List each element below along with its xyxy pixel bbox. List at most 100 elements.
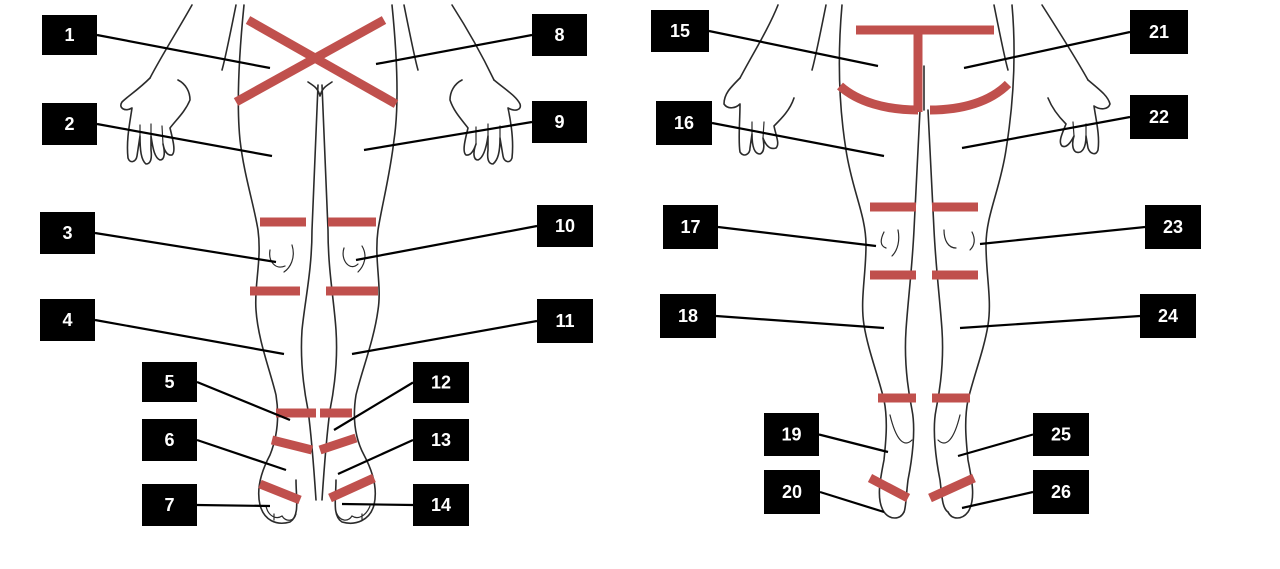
label-box — [1130, 10, 1188, 54]
label-number: 24 — [1158, 306, 1178, 326]
label-26: 26 — [1033, 470, 1089, 514]
label-number: 17 — [680, 217, 700, 237]
label-number: 5 — [164, 372, 174, 392]
leader-line-17 — [717, 225, 877, 248]
label-6: 6 — [142, 419, 197, 461]
band-hip-cross-b — [233, 16, 387, 106]
label-box — [413, 419, 469, 461]
leader-line-6 — [196, 438, 287, 472]
label-number: 3 — [62, 223, 72, 243]
label-box — [42, 103, 97, 145]
leader-line-20 — [819, 490, 885, 514]
band-post-right-sole — [928, 473, 976, 503]
leader-line-26 — [961, 490, 1034, 510]
leader-line-4 — [94, 318, 285, 356]
label-13: 13 — [413, 419, 469, 461]
label-box — [1145, 205, 1201, 249]
label-box — [537, 299, 593, 343]
post-right-arm-outline — [1041, 4, 1089, 81]
post-left-heel — [889, 414, 913, 444]
label-box — [656, 101, 712, 145]
band-right-instep — [270, 435, 314, 455]
right-kneecap-lines — [269, 244, 294, 273]
band-left-buttock-fold — [837, 82, 919, 115]
leader-line-11 — [351, 319, 538, 356]
label-box — [142, 419, 197, 461]
label-22: 22 — [1130, 95, 1188, 139]
leader-line-2 — [96, 122, 273, 158]
band-left-toe-line — [328, 473, 376, 503]
label-box — [42, 15, 97, 55]
label-number: 16 — [674, 113, 694, 133]
label-3: 3 — [40, 212, 95, 254]
leader-line-1 — [96, 33, 271, 70]
label-box — [764, 470, 820, 514]
post-right-knee-crease — [943, 229, 975, 251]
label-4: 4 — [40, 299, 95, 341]
post-left-hand — [723, 77, 795, 156]
label-number: 19 — [781, 425, 801, 445]
label-number: 23 — [1163, 217, 1183, 237]
label-number: 12 — [431, 373, 451, 393]
crotch-line — [307, 81, 333, 97]
leader-line-7 — [196, 503, 271, 508]
leader-line-22 — [961, 115, 1131, 150]
label-box — [1130, 95, 1188, 139]
label-20: 20 — [764, 470, 820, 514]
leader-line-15 — [708, 29, 879, 68]
leader-line-19 — [818, 433, 889, 454]
label-box — [142, 484, 197, 526]
label-10: 10 — [537, 205, 593, 247]
left-arm-inner — [221, 4, 237, 71]
label-9: 9 — [532, 101, 587, 143]
label-number: 26 — [1051, 482, 1071, 502]
left-toes — [335, 505, 371, 521]
region-labels: 1234567891011121314151617181920212223242… — [40, 10, 1201, 526]
left-kneecap-lines — [342, 245, 366, 273]
label-box — [40, 299, 95, 341]
label-number: 25 — [1051, 425, 1071, 445]
right-leg-inner — [300, 84, 319, 501]
label-15: 15 — [651, 10, 709, 52]
label-number: 11 — [555, 311, 574, 331]
label-number: 1 — [64, 25, 74, 45]
label-number: 8 — [554, 25, 564, 45]
label-24: 24 — [1140, 294, 1196, 338]
right-hand — [449, 79, 522, 165]
label-number: 18 — [678, 306, 698, 326]
left-leg-inner — [321, 84, 338, 501]
leader-line-8 — [375, 33, 533, 66]
label-box — [1033, 413, 1089, 456]
anterior-view — [120, 4, 522, 524]
label-box — [651, 10, 709, 52]
label-number: 13 — [431, 430, 451, 450]
label-5: 5 — [142, 362, 197, 402]
left-hand — [120, 77, 191, 165]
leader-line-14 — [341, 502, 414, 507]
label-25: 25 — [1033, 413, 1089, 456]
left-leg-outline — [334, 4, 398, 524]
leader-line-12 — [333, 381, 414, 431]
post-right-arm-inner — [993, 4, 1009, 71]
right-leg-outline — [237, 4, 298, 524]
post-right-heel — [937, 414, 961, 444]
label-11: 11 — [537, 299, 593, 343]
label-number: 7 — [164, 495, 174, 515]
label-box — [532, 14, 587, 56]
label-box — [142, 362, 197, 402]
label-number: 6 — [164, 430, 174, 450]
label-21: 21 — [1130, 10, 1188, 54]
label-box — [413, 362, 469, 403]
label-box — [1033, 470, 1089, 514]
right-arm-outline — [451, 4, 495, 81]
label-number: 4 — [62, 310, 72, 330]
post-left-leg-inner — [903, 109, 921, 513]
band-right-buttock-fold — [929, 80, 1012, 115]
label-box — [537, 205, 593, 247]
label-number: 10 — [555, 216, 575, 236]
label-number: 22 — [1149, 107, 1169, 127]
label-19: 19 — [764, 413, 819, 456]
band-hip-cross-a — [245, 16, 399, 108]
label-7: 7 — [142, 484, 197, 526]
label-number: 14 — [431, 495, 451, 515]
